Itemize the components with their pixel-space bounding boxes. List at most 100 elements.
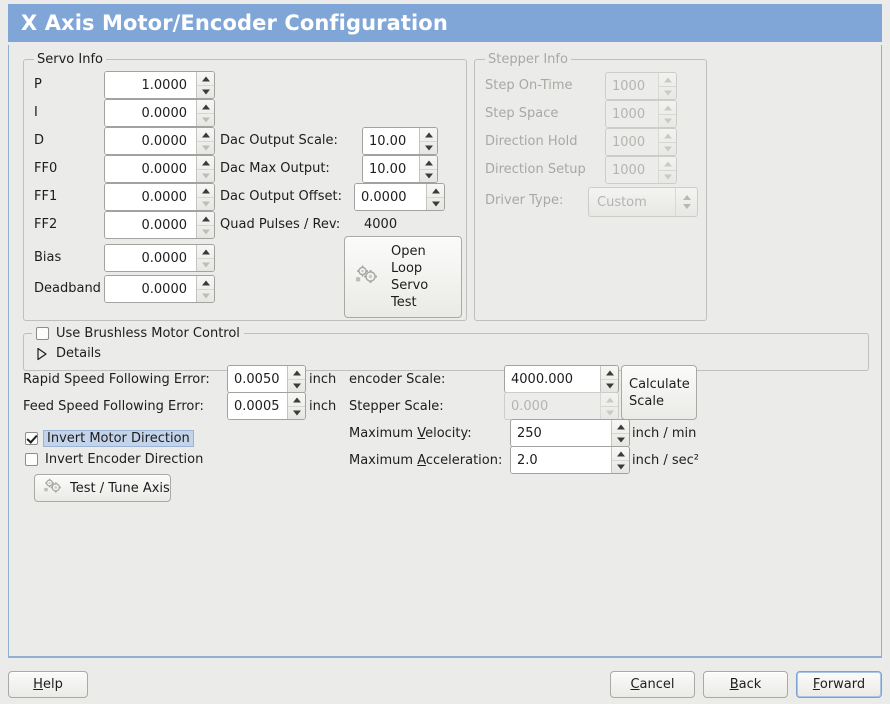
direction-hold-input: 1000 xyxy=(605,128,677,156)
brushless-frame-title-area: Use Brushless Motor Control xyxy=(32,326,244,344)
maximum-velocity-down-arrow[interactable] xyxy=(612,433,629,446)
servo-input-ff1-up-arrow[interactable] xyxy=(197,184,214,197)
dac-output-scale-stepper[interactable] xyxy=(419,128,437,154)
back-button[interactable]: Back xyxy=(703,671,788,698)
dac-max-output-down-arrow[interactable] xyxy=(420,169,437,182)
servo-input-d-stepper[interactable] xyxy=(196,128,214,154)
dac-max-output-up-arrow[interactable] xyxy=(420,156,437,169)
servo-input-i-stepper[interactable] xyxy=(196,100,214,126)
dialog-content: Servo Info P I D FF0 FF1 FF2 Bias Deadba… xyxy=(8,45,882,657)
servo-input-ff2[interactable]: 0.0000 xyxy=(104,211,215,239)
encoder-scale-stepper[interactable] xyxy=(600,366,618,392)
dac-output-scale-input[interactable]: 10.00 xyxy=(362,127,438,155)
servo-info-frame: Servo Info P I D FF0 FF1 FF2 Bias Deadba… xyxy=(23,52,467,321)
invert-encoder-direction-checkbox[interactable]: Invert Encoder Direction xyxy=(25,452,203,467)
maximum-velocity-stepper[interactable] xyxy=(611,420,629,446)
rapid-following-error-input[interactable]: 0.0050 xyxy=(227,365,306,393)
servo-input-d-up-arrow[interactable] xyxy=(197,128,214,141)
feed-following-error-up-arrow[interactable] xyxy=(288,393,305,406)
encoder-scale-label: encoder Scale: xyxy=(349,372,446,387)
servo-input-ff0-stepper[interactable] xyxy=(196,156,214,182)
maximum-acceleration-stepper[interactable] xyxy=(611,447,629,473)
maximum-velocity-up-arrow[interactable] xyxy=(612,420,629,433)
dac-output-offset-up-arrow[interactable] xyxy=(427,184,444,197)
servo-input-ff2-stepper[interactable] xyxy=(196,212,214,238)
test-tune-axis-button[interactable]: Test / Tune Axis xyxy=(34,474,171,502)
servo-input-i-up-arrow[interactable] xyxy=(197,100,214,113)
maximum-acceleration-value: 2.0 xyxy=(511,447,611,473)
forward-button[interactable]: Forward xyxy=(796,671,882,698)
servo-input-ff2-down-arrow[interactable] xyxy=(197,225,214,238)
servo-input-d-down-arrow[interactable] xyxy=(197,141,214,154)
servo-input-bias[interactable]: 0.0000 xyxy=(104,244,215,272)
dac-max-output-input[interactable]: 10.00 xyxy=(362,155,438,183)
servo-input-bias-down-arrow[interactable] xyxy=(197,258,214,271)
direction-setup-label: Direction Setup xyxy=(485,162,586,177)
invert-motor-direction-checkbox-box[interactable] xyxy=(25,432,38,445)
direction-setup-stepper xyxy=(658,157,676,183)
servo-input-deadband-down-arrow[interactable] xyxy=(197,289,214,302)
servo-input-ff0[interactable]: 0.0000 xyxy=(104,155,215,183)
servo-input-ff1-stepper[interactable] xyxy=(196,184,214,210)
servo-input-i[interactable]: 0.0000 xyxy=(104,99,215,127)
servo-input-bias-up-arrow[interactable] xyxy=(197,245,214,258)
feed-following-error-stepper[interactable] xyxy=(287,393,305,419)
use-brushless-motor-control-checkbox[interactable]: Use Brushless Motor Control xyxy=(36,326,240,341)
servo-input-p[interactable]: 1.0000 xyxy=(104,71,215,99)
servo-input-deadband[interactable]: 0.0000 xyxy=(104,275,215,303)
invert-motor-direction-checkbox[interactable]: Invert Motor Direction xyxy=(25,430,194,447)
step-space-up-arrow xyxy=(659,101,676,114)
dac-output-offset-down-arrow[interactable] xyxy=(427,197,444,210)
help-button[interactable]: Help xyxy=(8,671,88,698)
dac-max-output-label: Dac Max Output: xyxy=(220,161,330,176)
servo-label-ff1: FF1 xyxy=(34,189,58,204)
maximum-acceleration-up-arrow[interactable] xyxy=(612,447,629,460)
stepper-scale-down-arrow xyxy=(601,406,618,419)
encoder-scale-down-arrow[interactable] xyxy=(601,379,618,392)
open-loop-servo-test-button[interactable]: Open Loop Servo Test xyxy=(344,236,462,318)
dac-output-offset-stepper[interactable] xyxy=(426,184,444,210)
details-expander[interactable]: Details xyxy=(36,346,101,361)
maximum-velocity-input[interactable]: 250 xyxy=(510,419,630,447)
servo-input-p-stepper[interactable] xyxy=(196,72,214,98)
servo-input-ff2-up-arrow[interactable] xyxy=(197,212,214,225)
feed-following-error-input[interactable]: 0.0005 xyxy=(227,392,306,420)
maximum-acceleration-down-arrow[interactable] xyxy=(612,460,629,473)
invert-encoder-direction-checkbox-box[interactable] xyxy=(25,453,38,466)
encoder-scale-input[interactable]: 4000.000 xyxy=(504,365,619,393)
servo-input-ff1[interactable]: 0.0000 xyxy=(104,183,215,211)
servo-input-d[interactable]: 0.0000 xyxy=(104,127,215,155)
servo-input-i-down-arrow[interactable] xyxy=(197,113,214,126)
servo-input-ff0-down-arrow[interactable] xyxy=(197,169,214,182)
direction-hold-up-arrow xyxy=(659,129,676,142)
servo-input-bias-stepper[interactable] xyxy=(196,245,214,271)
servo-input-deadband-up-arrow[interactable] xyxy=(197,276,214,289)
dac-output-offset-label: Dac Output Offset: xyxy=(220,189,342,204)
step-on-time-value: 1000 xyxy=(606,73,658,99)
servo-input-p-up-arrow[interactable] xyxy=(197,72,214,85)
cancel-button[interactable]: Cancel xyxy=(610,671,695,698)
servo-input-p-down-arrow[interactable] xyxy=(197,85,214,98)
rapid-following-error-stepper[interactable] xyxy=(287,366,305,392)
maximum-acceleration-unit: inch / sec² xyxy=(632,453,700,468)
calculate-scale-button[interactable]: Calculate Scale xyxy=(621,365,697,420)
encoder-scale-up-arrow[interactable] xyxy=(601,366,618,379)
servo-input-ff1-down-arrow[interactable] xyxy=(197,197,214,210)
maximum-acceleration-input[interactable]: 2.0 xyxy=(510,446,630,474)
direction-setup-up-arrow xyxy=(659,157,676,170)
servo-input-bias-value: 0.0000 xyxy=(105,245,196,271)
rapid-following-error-down-arrow[interactable] xyxy=(288,379,305,392)
stepper-scale-input: 0.000 xyxy=(504,392,619,420)
dac-output-scale-down-arrow[interactable] xyxy=(420,141,437,154)
servo-input-deadband-stepper[interactable] xyxy=(196,276,214,302)
stepper-info-frame-title: Stepper Info xyxy=(485,52,571,67)
dac-output-scale-up-arrow[interactable] xyxy=(420,128,437,141)
feed-following-error-down-arrow[interactable] xyxy=(288,406,305,419)
dac-max-output-stepper[interactable] xyxy=(419,156,437,182)
dac-output-offset-input[interactable]: 0.0000 xyxy=(354,183,445,211)
direction-setup-value: 1000 xyxy=(606,157,658,183)
use-brushless-checkbox-box[interactable] xyxy=(36,327,49,340)
rapid-following-error-up-arrow[interactable] xyxy=(288,366,305,379)
servo-input-ff0-up-arrow[interactable] xyxy=(197,156,214,169)
use-brushless-checkbox-label: Use Brushless Motor Control xyxy=(56,326,240,341)
